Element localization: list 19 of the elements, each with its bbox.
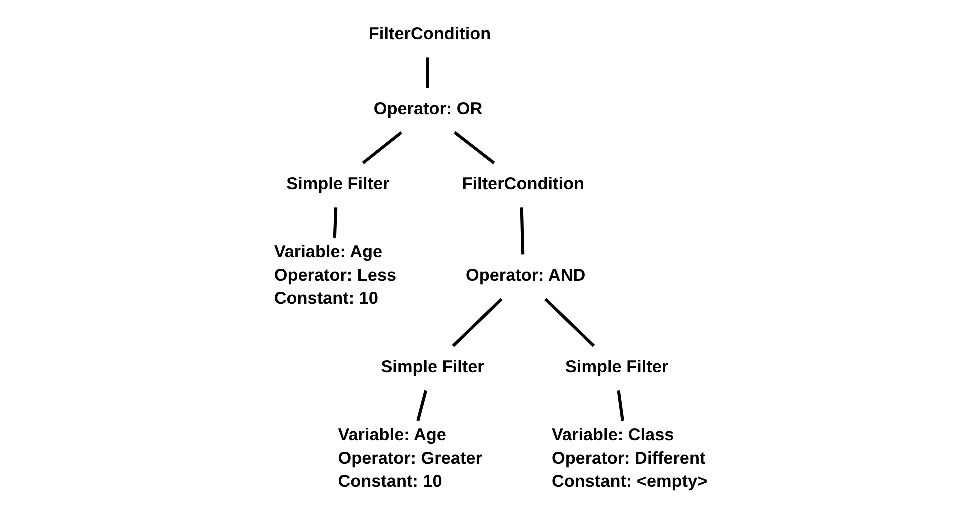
node-text: FilterCondition: [368, 23, 492, 44]
node-text: Variable: Age Operator: Less Constant: 10: [274, 241, 397, 308]
node-text: Operator: OR: [374, 98, 483, 118]
connector: [452, 298, 503, 348]
connector: [454, 131, 496, 164]
node-text: Operator: AND: [466, 264, 586, 285]
connector: [416, 390, 428, 422]
node-text: Simple Filter: [286, 173, 390, 194]
connector: [617, 390, 624, 422]
node-text: Simple Filter: [381, 356, 484, 376]
connector: [333, 208, 338, 238]
connector: [520, 208, 525, 255]
connector: [544, 298, 596, 348]
node-text: Variable: Class Operator: Different Constant: <empty>: [552, 424, 708, 492]
connector: [362, 131, 403, 164]
connector: [426, 58, 430, 88]
node-text: Variable: Age Operator: Greater Constant: 10: [338, 424, 482, 492]
node-text: FilterCondition: [462, 173, 584, 194]
node-text: Simple Filter: [565, 356, 669, 376]
